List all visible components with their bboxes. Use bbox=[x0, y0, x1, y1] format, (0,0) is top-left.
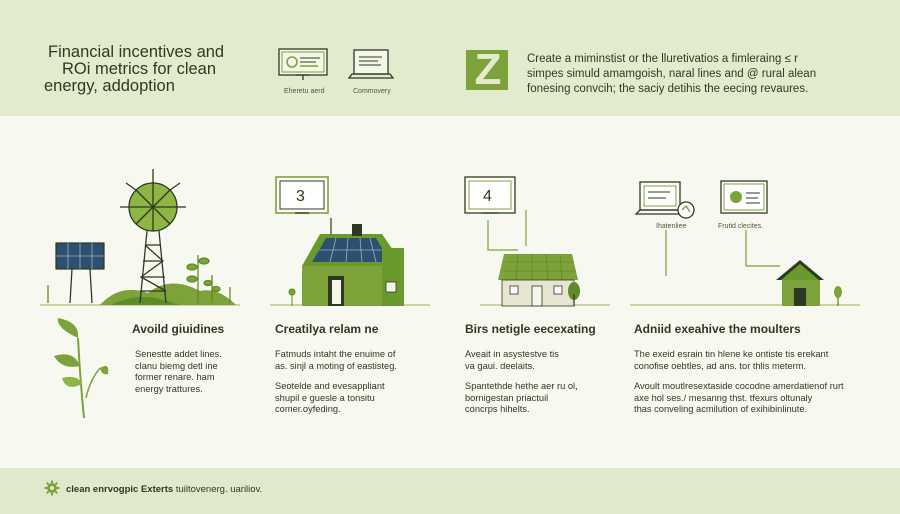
house-solar-icon bbox=[288, 218, 404, 306]
connector-lines bbox=[487, 210, 527, 251]
step-paragraph: Aveait in asystestve tis va gaui. deelai… bbox=[465, 349, 559, 372]
step-paragraph: Fatmuds intaht the enuime of as. sinjl a… bbox=[275, 349, 397, 372]
text-line: axe hol ses./ mesanng thst. tfexurs oltu… bbox=[634, 392, 813, 403]
monitor-chart-icon bbox=[278, 48, 328, 80]
prompt-line: Create a miminstist or the lluretivatios… bbox=[527, 53, 798, 65]
text-line: Avoult moutlresextaside cocodne amerdati… bbox=[634, 381, 844, 391]
laptop-gauge-icon bbox=[634, 181, 695, 219]
cottage-solar-icon bbox=[498, 253, 578, 307]
title-line: energy, addoption bbox=[44, 77, 175, 95]
step-heading: Avoild giuidines bbox=[132, 322, 225, 336]
text-line: clanu biemg detl ine bbox=[135, 360, 218, 371]
text-line: bornigestan priactuil bbox=[465, 392, 549, 403]
prompt-text: Create a miminstist or the lluretivatios… bbox=[527, 52, 887, 97]
footer-lead: clean enrvogpic Exterts bbox=[66, 484, 174, 495]
certificate-icon bbox=[720, 180, 768, 214]
step-number: 4 bbox=[483, 188, 492, 205]
step-paragraph: The exeid esrain tin hlene ke ontiste ti… bbox=[634, 349, 828, 372]
gear-icon bbox=[44, 480, 60, 496]
title-line: Financial incentives and bbox=[48, 43, 225, 61]
step-paragraph: Seotelde and evesappliant shupil e guesl… bbox=[275, 381, 385, 416]
text-line: as. sinjl a moting of eastisteg. bbox=[275, 360, 397, 371]
text-line: Fatmuds intaht the enuime of bbox=[275, 349, 396, 359]
step-4-monitor-icon bbox=[464, 176, 516, 214]
text-line: concrps hihelts. bbox=[465, 404, 530, 414]
header-band bbox=[0, 0, 900, 116]
plant-icon bbox=[834, 286, 842, 306]
footer-text: clean enrvogpic Exterts tuiltovenerg. ua… bbox=[66, 484, 262, 495]
connector-lines bbox=[665, 230, 780, 276]
wind-turbine-scene-icon bbox=[47, 169, 236, 305]
text-line: comer.oyfeding. bbox=[275, 404, 341, 414]
text-line: Aveait in asystestve tis bbox=[465, 349, 559, 359]
page-title: Financial incentives and ROi metrics for… bbox=[44, 44, 254, 95]
z-badge: Z bbox=[466, 48, 508, 92]
text-line: Spantethde hethe aer ru ol, bbox=[465, 381, 578, 391]
step-heading: Creatilya relam ne bbox=[275, 322, 379, 336]
footer-band bbox=[0, 468, 900, 514]
card-caption: Ihatenliee bbox=[656, 223, 687, 230]
text-line: Seotelde and evesappliant bbox=[275, 381, 385, 391]
step-number: 3 bbox=[296, 188, 305, 205]
ground-line bbox=[630, 304, 860, 306]
text-line: va gaui. deelaits. bbox=[465, 360, 535, 371]
footer-rest: tuiltovenerg. uariliov. bbox=[175, 484, 263, 495]
step-heading: Adniid exeahive the moulters bbox=[634, 322, 801, 336]
step-heading: Birs netigle eecexating bbox=[465, 322, 596, 336]
card-caption: Frutid clecites. bbox=[718, 223, 764, 230]
prompt-line: simpes simuld amamgoish, naral lines and… bbox=[527, 68, 817, 80]
step-paragraph: Spantethde hethe aer ru ol, bornigestan … bbox=[465, 381, 578, 416]
text-line: Senestte addet lines. bbox=[135, 349, 222, 359]
step-3-monitor-icon bbox=[275, 176, 329, 214]
mini-card-caption: Commovery bbox=[353, 88, 391, 95]
step-paragraph: Avoult moutlresextaside cocodne amerdati… bbox=[634, 381, 844, 416]
text-line: shupil e guesle a tonsitu bbox=[275, 392, 375, 403]
text-line: The exeid esrain tin hlene ke ontiste ti… bbox=[634, 349, 829, 359]
title-line: ROi metrics for clean bbox=[62, 60, 217, 78]
tree-icon bbox=[568, 282, 580, 306]
step-paragraph: Senestte addet lines. clanu biemg detl i… bbox=[135, 349, 222, 395]
leaf-sprout-icon bbox=[54, 318, 109, 419]
laptop-icon bbox=[347, 49, 395, 79]
house-icon bbox=[776, 260, 824, 306]
text-line: conofise oebtles, ad ans. tor thlis mete… bbox=[634, 360, 807, 371]
text-line: thas conveling acmilution of exihibinlin… bbox=[634, 404, 808, 414]
text-line: energy trattures. bbox=[135, 383, 203, 394]
mini-card-caption: Eheretu aerd bbox=[284, 88, 325, 95]
text-line: former renare. ham bbox=[135, 372, 215, 382]
prompt-line: fonesing convcih; the saciy detihis the … bbox=[527, 83, 809, 95]
